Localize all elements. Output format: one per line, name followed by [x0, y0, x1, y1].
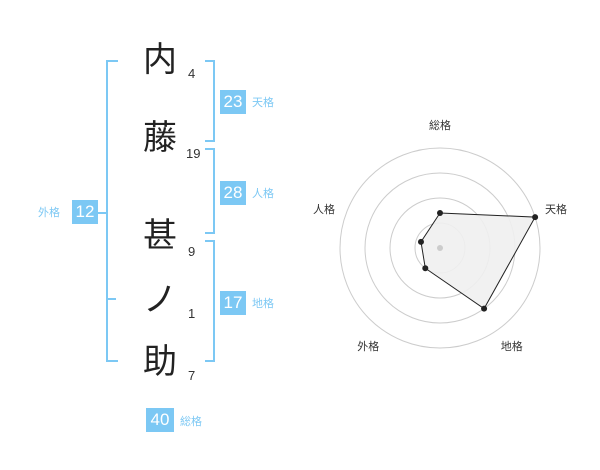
name-char-5: 助: [143, 342, 177, 382]
gaikaku-label: 外格: [38, 206, 60, 219]
radar-grid-ring: [339, 147, 541, 349]
tenkaku-bracket: [205, 60, 215, 142]
stroke-count-1: 4: [188, 66, 196, 81]
soukaku-badge: 40: [146, 408, 174, 432]
tenkaku-label: 天格: [252, 96, 274, 109]
chikaku-label: 地格: [252, 297, 274, 310]
radar-axis-label-gaikaku: 外格: [357, 339, 380, 353]
jinkaku-bracket: [205, 148, 215, 234]
gaikaku-bracket-tick: [106, 298, 116, 300]
radar-point-3: [422, 265, 429, 272]
radar-axis-label-jinkaku: 人格: [312, 203, 335, 217]
chikaku-bracket: [205, 240, 215, 362]
name-char-2: 藤: [143, 118, 177, 158]
chikaku-badge: 17: [220, 291, 246, 315]
radar-point-0: [437, 210, 443, 216]
radar-center-dot: [437, 245, 443, 251]
gaikaku-badge: 12: [72, 200, 98, 224]
jinkaku-badge: 28: [220, 181, 246, 205]
radar-point-4: [417, 238, 424, 245]
fortune-radar-chart: [339, 147, 541, 349]
radar-point-2: [481, 305, 488, 312]
name-char-1: 内: [143, 40, 177, 80]
stroke-count-4: 1: [188, 306, 196, 321]
tenkaku-badge: 23: [220, 90, 246, 114]
radar-point-1: [532, 214, 539, 221]
gaikaku-bracket: [106, 60, 118, 362]
radar-axis-label-tenkaku: 天格: [545, 203, 568, 217]
stroke-count-3: 9: [188, 244, 196, 259]
name-char-4: ノ: [143, 280, 177, 320]
soukaku-label: 総格: [180, 415, 202, 428]
radar-series-polygon: [420, 212, 536, 310]
name-char-3: 甚: [143, 216, 177, 256]
stroke-count-2: 19: [186, 146, 201, 161]
jinkaku-label: 人格: [252, 187, 274, 200]
stroke-count-5: 7: [188, 368, 196, 383]
radar-axis-label-chikaku: 地格: [500, 339, 523, 353]
gaikaku-connector: [98, 212, 106, 214]
radar-axis-label-soukaku: 総格: [429, 119, 451, 132]
